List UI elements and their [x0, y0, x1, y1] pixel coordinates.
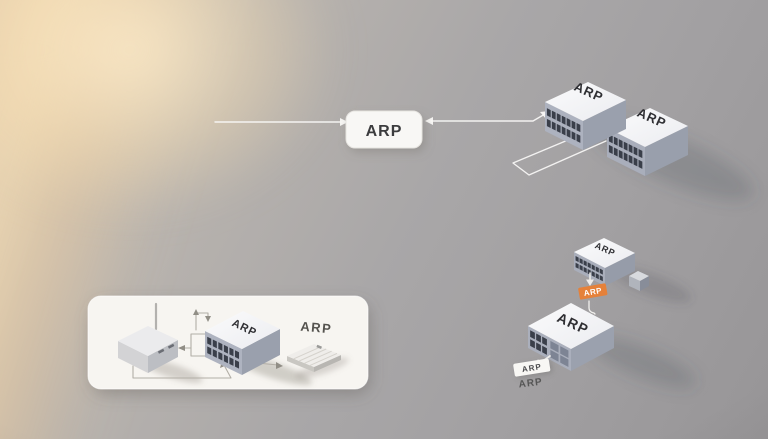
keyboard-top-face	[287, 344, 341, 367]
core-switch-top-face	[528, 303, 614, 349]
keyboard-right-face	[314, 355, 341, 372]
keyboard-left-face	[287, 356, 314, 372]
wire-bottom-loop	[132, 364, 232, 379]
arp-box-bg	[345, 110, 423, 149]
core-switch-right-face	[571, 326, 614, 371]
arp-box-label: ARP	[366, 123, 403, 140]
arp-reply-tag-label: ARP	[521, 362, 542, 374]
arp-request-tag-bg	[578, 283, 608, 300]
arp-label-box: ARP	[345, 110, 425, 152]
switch-2-port-grid	[608, 134, 643, 169]
wire-switch-to-router	[190, 333, 217, 357]
arp-caption: ARP	[518, 377, 543, 391]
router-led-2	[167, 343, 175, 349]
switch-1-right-face	[583, 100, 626, 150]
small-switch: ARP	[574, 238, 635, 286]
usb-dongle	[629, 271, 649, 291]
wire-top-hop	[195, 312, 209, 331]
router-left-face	[118, 341, 148, 373]
card-switch-top-face	[205, 311, 280, 349]
switch-1: ARP	[545, 79, 626, 150]
switch-2-right-face	[645, 126, 688, 176]
router-right-face	[148, 340, 178, 373]
lan-card: ARP ARP	[87, 295, 370, 394]
arp-request-tag: ARP	[578, 283, 608, 300]
switch-1-port-grid	[546, 108, 581, 143]
arp-request-tag-label: ARP	[583, 286, 603, 298]
small-switch-right-face	[605, 253, 635, 286]
card-switch: ARP	[205, 311, 280, 375]
dongle-top-face	[629, 271, 649, 281]
switch-2: ARP	[607, 105, 688, 176]
flow-line-right	[425, 111, 549, 125]
tag-to-switch-connector	[588, 300, 596, 315]
core-switch: ARP	[528, 303, 614, 371]
card-switch-right-face	[242, 329, 280, 375]
arp-stack: ARP ARP	[513, 238, 697, 391]
keyboard-device	[287, 344, 341, 372]
router-led-1	[157, 348, 165, 354]
card-device-label: ARP	[300, 319, 333, 337]
request-arrow	[586, 272, 594, 286]
switch-2-top-face	[607, 108, 688, 147]
card-switch-port-grid	[207, 336, 240, 369]
arp-reply-tag-bg	[513, 358, 551, 377]
small-switch-port-grid	[575, 256, 603, 282]
router-top-face	[118, 326, 178, 356]
arp-reply-tag: ARP	[513, 358, 553, 379]
router	[118, 302, 178, 373]
flow-line-left	[214, 118, 348, 126]
keyboard-notch	[316, 344, 322, 349]
keyboard-ridges	[293, 346, 338, 366]
switch-1-top-face	[545, 82, 626, 121]
small-switch-top-face	[574, 238, 635, 268]
core-switch-port-grid	[530, 330, 569, 367]
big-switch-shadow	[587, 336, 697, 388]
